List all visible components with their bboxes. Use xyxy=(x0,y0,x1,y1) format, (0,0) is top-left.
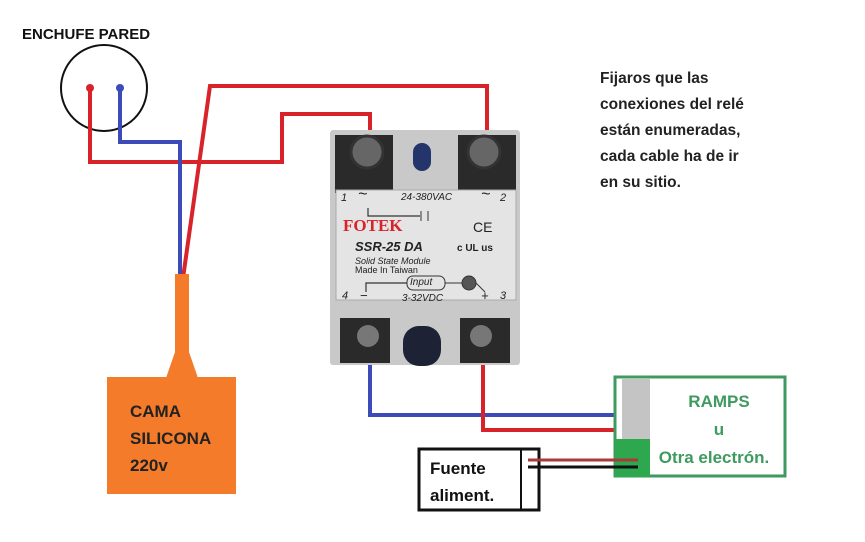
controller-connector xyxy=(622,379,650,439)
red-wire-heater xyxy=(181,84,489,279)
controller-line: Otra electrón. xyxy=(658,448,770,467)
controller-line: RAMPS xyxy=(688,392,750,411)
relay-pin-3: 3 xyxy=(500,290,507,302)
relay-brand-logo: FOTEK xyxy=(343,216,403,235)
power-supply-box xyxy=(417,447,541,512)
socket-pin-right xyxy=(116,84,124,92)
relay-origin: Made In Taiwan xyxy=(355,265,418,275)
relay-input-label: Input xyxy=(410,277,433,288)
relay-pin-4: 4 xyxy=(342,290,349,302)
controller-line: u xyxy=(713,420,725,439)
ul-mark: c UL us xyxy=(457,243,493,254)
note-line: están enumeradas, xyxy=(600,122,741,139)
socket-pin-left xyxy=(86,84,94,92)
note-line: en su sitio. xyxy=(600,174,681,191)
instruction-note: Fijaros que las conexiones del relé está… xyxy=(600,66,744,196)
red-wire-dc xyxy=(481,350,640,432)
relay-model: SSR-25 DA xyxy=(355,239,423,254)
note-line: conexiones del relé xyxy=(600,96,744,113)
psu-line: Fuente xyxy=(430,459,486,478)
blue-wire-neutral xyxy=(118,88,182,278)
relay-plus: + xyxy=(481,288,489,303)
blue-wire-dc xyxy=(368,350,640,417)
solid-state-relay xyxy=(330,130,520,366)
ce-mark: CE xyxy=(473,219,493,235)
heater-pad xyxy=(107,377,236,494)
heater-line: CAMA xyxy=(130,402,181,421)
relay-ac-range: 24-380VAC xyxy=(401,192,453,203)
heater-cable xyxy=(166,274,198,378)
relay-pin-2: 2 xyxy=(500,192,507,204)
note-line: Fijaros que las xyxy=(600,70,709,87)
relay-pin-1: 1 xyxy=(341,192,348,204)
relay-dc-range: 3-32VDC xyxy=(402,293,444,304)
heater-label: CAMA SILICONA 220v xyxy=(130,398,211,479)
relay-desc: Solid State Module xyxy=(355,256,431,266)
note-line: cada cable ha de ir xyxy=(600,148,739,165)
heater-line: SILICONA xyxy=(130,429,212,448)
socket-label: ENCHUFE PARED xyxy=(22,26,151,43)
wall-socket xyxy=(60,44,148,132)
relay-minus: − xyxy=(360,288,368,303)
controller-power-terminal xyxy=(615,439,650,477)
relay-tilde-2: ~ xyxy=(481,186,491,203)
psu-line: aliment. xyxy=(430,486,495,505)
red-wire-phase xyxy=(88,88,372,164)
heater-line: 220v xyxy=(130,456,168,475)
controller-label: RAMPS u Otra electrón. xyxy=(652,388,786,472)
power-supply-label: Fuente aliment. xyxy=(430,455,494,509)
relay-tilde-1: ~ xyxy=(358,186,368,203)
